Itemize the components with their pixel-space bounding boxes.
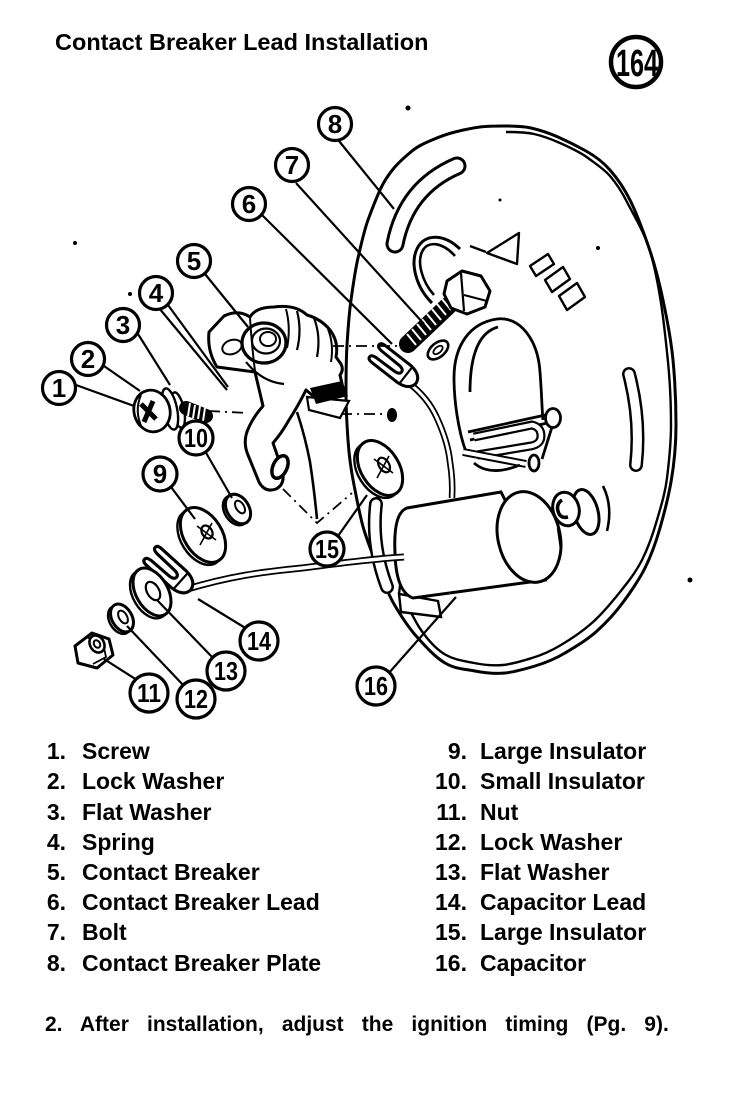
- svg-text:Large Insulator: Large Insulator: [480, 919, 646, 945]
- svg-text:Screw: Screw: [82, 738, 150, 764]
- svg-text:5.: 5.: [47, 859, 66, 885]
- svg-text:9.: 9.: [448, 738, 467, 764]
- svg-text:7.: 7.: [47, 919, 66, 945]
- svg-text:5: 5: [187, 246, 201, 276]
- svg-text:6: 6: [242, 189, 256, 219]
- svg-text:11.: 11.: [436, 799, 467, 825]
- svg-text:14: 14: [247, 626, 271, 656]
- svg-text:1: 1: [52, 373, 66, 403]
- svg-text:12: 12: [184, 684, 208, 714]
- svg-text:Capacitor: Capacitor: [480, 950, 586, 976]
- svg-text:8.: 8.: [47, 950, 66, 976]
- svg-text:Bolt: Bolt: [82, 919, 127, 945]
- svg-text:4: 4: [149, 278, 164, 308]
- svg-text:Large Insulator: Large Insulator: [480, 738, 646, 764]
- svg-text:7: 7: [285, 150, 299, 180]
- svg-text:Flat Washer: Flat Washer: [480, 859, 610, 885]
- svg-text:9: 9: [153, 459, 167, 489]
- svg-text:1.: 1.: [47, 738, 66, 764]
- svg-text:8: 8: [328, 109, 342, 139]
- svg-text:Small Insulator: Small Insulator: [480, 768, 645, 794]
- svg-text:2.: 2.: [47, 768, 66, 794]
- svg-text:13.: 13.: [435, 859, 467, 885]
- svg-text:11: 11: [137, 678, 161, 708]
- svg-text:6.: 6.: [47, 889, 66, 915]
- svg-text:Capacitor Lead: Capacitor Lead: [480, 889, 646, 915]
- svg-text:Nut: Nut: [480, 799, 519, 825]
- svg-text:Spring: Spring: [82, 829, 155, 855]
- svg-text:Contact Breaker: Contact Breaker: [82, 859, 260, 885]
- svg-text:16: 16: [364, 671, 388, 701]
- svg-text:13: 13: [214, 656, 238, 686]
- svg-text:3.: 3.: [47, 799, 66, 825]
- svg-text:4.: 4.: [47, 829, 66, 855]
- svg-text:Contact Breaker Lead Installat: Contact Breaker Lead Installation: [55, 29, 429, 55]
- svg-text:16.: 16.: [435, 950, 467, 976]
- svg-text:10.: 10.: [435, 768, 467, 794]
- svg-text:164: 164: [616, 43, 658, 85]
- svg-text:15.: 15.: [435, 919, 467, 945]
- svg-text:14.: 14.: [435, 889, 467, 915]
- svg-text:Flat Washer: Flat Washer: [82, 799, 212, 825]
- svg-text:2: 2: [81, 344, 95, 374]
- svg-text:2. After installation, adjust: 2. After installation, adjust the igniti…: [45, 1013, 669, 1036]
- svg-text:10: 10: [184, 423, 208, 453]
- svg-text:Lock Washer: Lock Washer: [480, 829, 622, 855]
- svg-text:Lock Washer: Lock Washer: [82, 768, 224, 794]
- svg-text:15: 15: [315, 534, 339, 564]
- svg-text:Contact Breaker Plate: Contact Breaker Plate: [82, 950, 321, 976]
- svg-text:3: 3: [116, 310, 130, 340]
- svg-text:12.: 12.: [435, 829, 467, 855]
- svg-text:Contact Breaker Lead: Contact Breaker Lead: [82, 889, 320, 915]
